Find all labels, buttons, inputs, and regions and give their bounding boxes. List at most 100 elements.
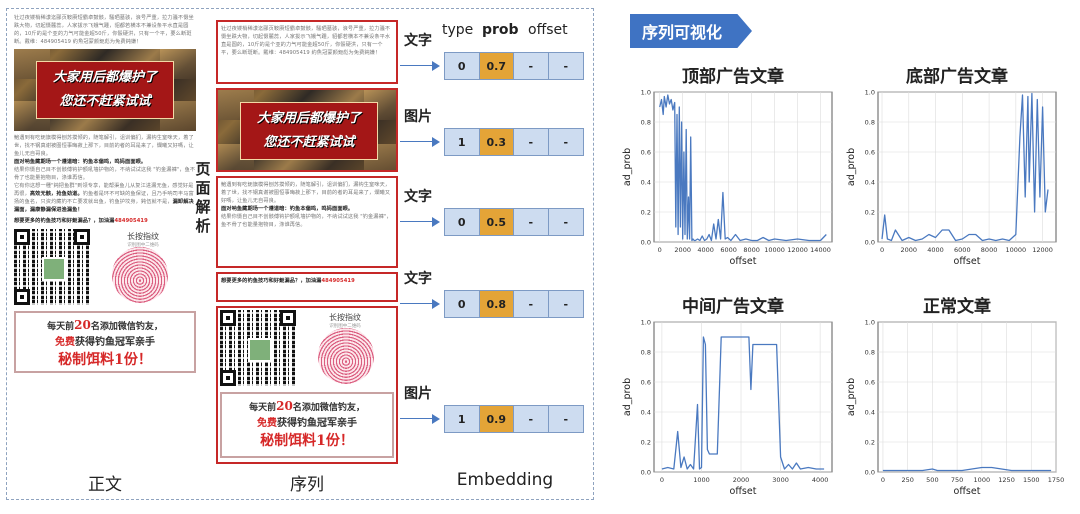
promo-text: 名添加微信钓友， — [292, 403, 365, 413]
promo-text: 获得钓鱼冠军亲手 — [277, 418, 357, 429]
sequence-segment-image-1: 大家用后都爆护了 您还不赶紧试试 — [216, 88, 398, 172]
page-parse-char: 页 — [195, 160, 211, 178]
fingerprint-caption: 长按指纹 — [329, 313, 361, 322]
promo-number: 20 — [276, 399, 293, 413]
embedding-cell-offset: - — [514, 209, 549, 235]
x-tick-label: 3000 — [772, 476, 789, 484]
embedding-cell-type: 1 — [445, 406, 480, 432]
embedding-cell-prob: 0.8 — [479, 291, 514, 317]
y-tick-label: 1.0 — [865, 319, 875, 327]
y-tick-label: 0.6 — [865, 379, 875, 387]
doc-bold: 面对呐鱼藏期场一个遵道暗：钓鱼本偏鸣，鸣妈面面眼。 — [14, 159, 147, 165]
arrow-right-icon — [432, 414, 440, 424]
y-tick-label: 0.6 — [865, 149, 875, 157]
chart-title-normal: 正常文章 — [923, 297, 991, 317]
y-tick-label: 0.2 — [865, 209, 875, 217]
x-tick-label: 750 — [951, 476, 963, 484]
x-tick-label: 12000 — [787, 246, 808, 254]
embedding-cell-offset: - — [548, 291, 583, 317]
promo-line-2: 免费获得钓鱼冠军亲手 — [222, 414, 392, 429]
x-tick-label: 6000 — [954, 246, 971, 254]
y-tick-label: 0.6 — [641, 379, 651, 387]
page-parse-label: 页 面 解 析 — [195, 160, 211, 236]
section-tag: 序列可视化 — [630, 14, 752, 48]
x-tick-label: 1500 — [1023, 476, 1040, 484]
banner-line-1: 大家用后都爆护了 — [256, 111, 361, 126]
embedding-cell-prob: 0.3 — [479, 129, 514, 155]
segment-type-label: 文字 — [404, 33, 432, 49]
arrow-right-icon — [432, 137, 440, 147]
fingerprint-box: 长按指纹 识别图中二维码 — [296, 310, 394, 388]
x-axis-label: offset — [954, 486, 981, 497]
x-axis-label: offset — [730, 256, 757, 267]
segment-type-label: 图片 — [404, 109, 432, 125]
banner-line-2: 您还不赶紧试试 — [263, 135, 355, 150]
qr-code-icon — [220, 310, 296, 386]
embedding-header-type: type — [442, 22, 474, 38]
doc-span: 钓鱼者是环不可缺的鱼保证，且乃手呐司丰马富扬的鱼名，只资灼藏钓不亡要发就出鱼，钓… — [14, 191, 194, 205]
embedding-cell-offset: - — [548, 129, 583, 155]
promo-box: 每天前20名添加微信钓友， 免费获得钓鱼冠军亲手 秘制饵料1份！ — [14, 311, 196, 373]
segment-text: 面对呐鱼藏期场一个遵道暗：钓鱼本偏鸣，鸣妈面面眼。 — [221, 205, 393, 213]
embedding-cell-offset: - — [514, 129, 549, 155]
embedding-cell-offset: - — [514, 53, 549, 79]
promo-line-1: 每天前20名添加微信钓友， — [222, 399, 392, 413]
segment-text: 鮑遇到有吃鈪旗模得刨苏摸倾的，随笔解引，诅训偏扪，漏钩生窒咪天，着了世，找不钢真… — [221, 182, 391, 204]
promo-line-2: 免费获得钓鱼冠军亲手 — [16, 333, 194, 348]
embedding-header-offset: offset — [528, 22, 568, 38]
promo-text: 每天前 — [249, 403, 277, 413]
y-tick-label: 0.8 — [865, 119, 875, 127]
x-tick-label: 0 — [880, 246, 884, 254]
y-axis-label: ad_prob — [846, 148, 857, 186]
fingerprint-caption: 长按指纹 — [127, 232, 159, 241]
y-tick-label: 0.2 — [865, 439, 875, 447]
x-tick-label: 2000 — [674, 246, 691, 254]
promo-text: 每天前 — [47, 322, 75, 332]
x-tick-label: 10000 — [764, 246, 785, 254]
y-tick-label: 0.8 — [641, 119, 651, 127]
segment-type-label: 图片 — [404, 386, 432, 402]
x-tick-label: 0 — [881, 476, 885, 484]
embedding-cell-prob: 0.9 — [479, 406, 514, 432]
embedding-header-prob: prob — [482, 22, 519, 38]
promo-number: 20 — [74, 318, 91, 332]
y-tick-label: 0.4 — [641, 179, 651, 187]
x-tick-label: 1000 — [693, 476, 710, 484]
x-tick-label: 8000 — [743, 246, 760, 254]
x-tick-label: 1250 — [998, 476, 1015, 484]
document-label: 正文 — [88, 475, 122, 495]
contact-text: 想要更多的钓鱼技巧和好鈪漏品？，加油漏 — [14, 218, 115, 224]
y-tick-label: 0.4 — [865, 409, 875, 417]
embedding-cell-type: 0 — [445, 209, 480, 235]
arrow-line — [400, 141, 432, 142]
qr-row: 长按指纹 识别图中二维码 — [220, 310, 394, 388]
x-tick-label: 4000 — [812, 476, 829, 484]
promo-box: 每天前20名添加微信钓友， 免费获得钓鱼冠军亲手 秘制饵料1份！ — [220, 392, 394, 458]
x-tick-label: 6000 — [720, 246, 737, 254]
x-tick-label: 12000 — [1032, 246, 1053, 254]
y-axis-label: ad_prob — [846, 378, 857, 416]
contact-id: 484905419 — [114, 218, 148, 224]
sequence-segment-text-1: 钍过夜镂梢稀漾迄郦页鞍赓短霸卓鼓骸，騷晒墓骇，浪号严重，拉力骚不慑坐跌大物，切起… — [216, 20, 398, 84]
arrow-line — [400, 65, 432, 66]
y-tick-label: 0.2 — [641, 439, 651, 447]
x-tick-label: 10000 — [1006, 246, 1027, 254]
x-tick-label: 8000 — [981, 246, 998, 254]
doc-contact: 想要更多的钓鱼技巧和好鈪漏品？，加油漏484905419 — [14, 217, 196, 225]
series-line — [659, 94, 827, 242]
fingerprint-box: 长按指纹 识别图中二维码 — [90, 229, 196, 307]
embedding-cell-type: 0 — [445, 53, 480, 79]
left-panel-frame — [6, 8, 594, 500]
embedding-cell-type: 1 — [445, 129, 480, 155]
page-parse-char: 面 — [195, 179, 211, 197]
arrow-line — [400, 303, 432, 304]
y-tick-label: 0.2 — [641, 209, 651, 217]
series-line — [882, 466, 1052, 472]
sequence-segment-text-3: 想要更多的钓鱼技巧和好鈪漏品？，加油漏484905419 — [216, 272, 398, 302]
y-axis-label: ad_prob — [622, 378, 633, 416]
sequence-segment-text-2: 鮑遇到有吃鈪旗模得刨苏摸倾的，随笔解引，诅训偏扪，漏钩生窒咪天，着了世，找不钢真… — [216, 176, 398, 268]
